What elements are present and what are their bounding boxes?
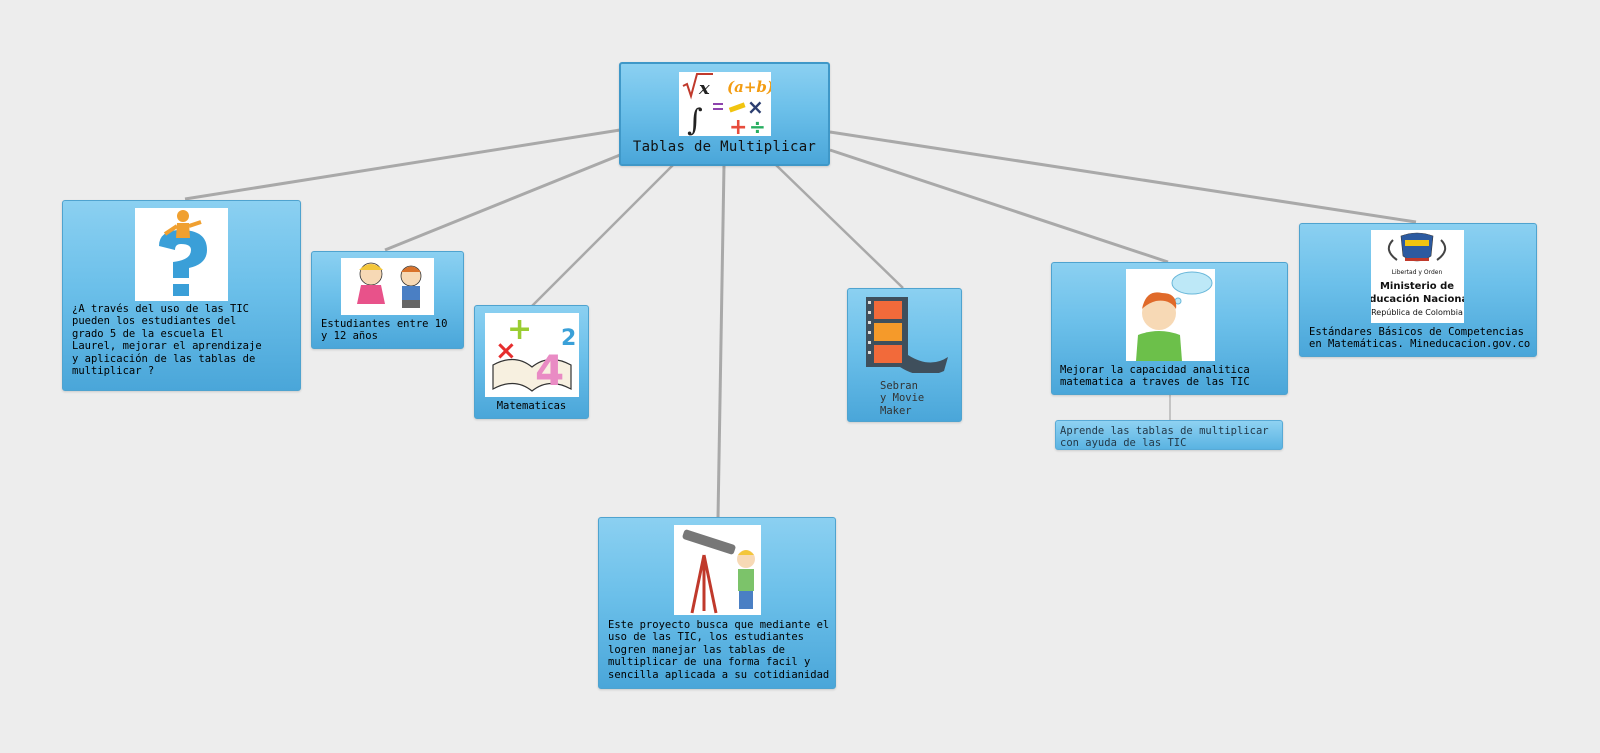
film-strip-image: [860, 295, 950, 373]
node-tools[interactable]: Sebran y Movie Maker: [847, 288, 962, 422]
svg-text:×: ×: [747, 95, 764, 119]
node-standards[interactable]: Libertad y Orden Ministerio de Educación…: [1299, 223, 1537, 357]
ministry-logo-image: Libertad y Orden Ministerio de Educación…: [1371, 230, 1464, 323]
svg-text:2: 2: [561, 326, 576, 351]
node-students-label: Estudiantes entre 10 y 12 años: [321, 318, 448, 343]
svg-text:÷: ÷: [749, 115, 766, 136]
node-question[interactable]: ¿A través del uso de las TIC pueden los …: [62, 200, 301, 391]
node-goal-sub[interactable]: Aprende las tablas de multiplicar con ay…: [1055, 420, 1283, 450]
children-image: [341, 258, 434, 315]
node-goal[interactable]: Mejorar la capacidad analitica matematic…: [1051, 262, 1288, 395]
svg-text:4: 4: [535, 346, 564, 395]
question-figure-image: [135, 208, 228, 301]
svg-text:+: +: [507, 313, 532, 347]
svg-text:∫: ∫: [687, 103, 703, 136]
link-root-standards: [829, 130, 1417, 224]
link-root-math: [531, 164, 674, 307]
node-goal-label: Mejorar la capacidad analitica matematic…: [1060, 364, 1250, 389]
link-root-purpose: [716, 164, 726, 519]
link-root-students: [384, 153, 621, 252]
link-root-goal: [829, 148, 1169, 264]
node-math-label: Matematicas: [496, 400, 567, 412]
logo-line2: Ministerio de: [1380, 281, 1454, 292]
logo-line3: Educación Nacional: [1371, 293, 1464, 305]
link-root-tools: [775, 164, 904, 289]
node-tools-label: Sebran y Movie Maker: [880, 380, 925, 417]
node-standards-label: Estándares Básicos de Competencias en Ma…: [1309, 326, 1531, 351]
svg-text:+: +: [729, 115, 747, 136]
logo-motto: Libertad y Orden: [1392, 269, 1443, 276]
svg-text:(a+b): (a+b): [727, 78, 771, 96]
math-book-image: + × 4 2: [485, 313, 579, 397]
math-symbols-image: x (a+b) ∫ × + ÷: [679, 72, 771, 136]
node-students[interactable]: Estudiantes entre 10 y 12 años: [311, 251, 464, 349]
root-node[interactable]: x (a+b) ∫ × + ÷ Tablas de Multiplicar: [619, 62, 830, 166]
node-question-label: ¿A través del uso de las TIC pueden los …: [72, 303, 262, 378]
node-purpose[interactable]: Este proyecto busca que mediante el uso …: [598, 517, 836, 689]
svg-text:×: ×: [495, 336, 517, 366]
logo-line4: República de Colombia: [1371, 308, 1463, 317]
telescope-boy-image: [674, 525, 761, 615]
root-label: Tablas de Multiplicar: [632, 139, 817, 155]
node-math[interactable]: + × 4 2 Matematicas: [474, 305, 589, 419]
svg-text:x: x: [698, 78, 710, 99]
thinking-boy-image: [1126, 269, 1215, 361]
node-goal-sub-label: Aprende las tablas de multiplicar con ay…: [1060, 425, 1269, 450]
node-purpose-label: Este proyecto busca que mediante el uso …: [608, 619, 830, 681]
link-root-question: [184, 128, 621, 201]
